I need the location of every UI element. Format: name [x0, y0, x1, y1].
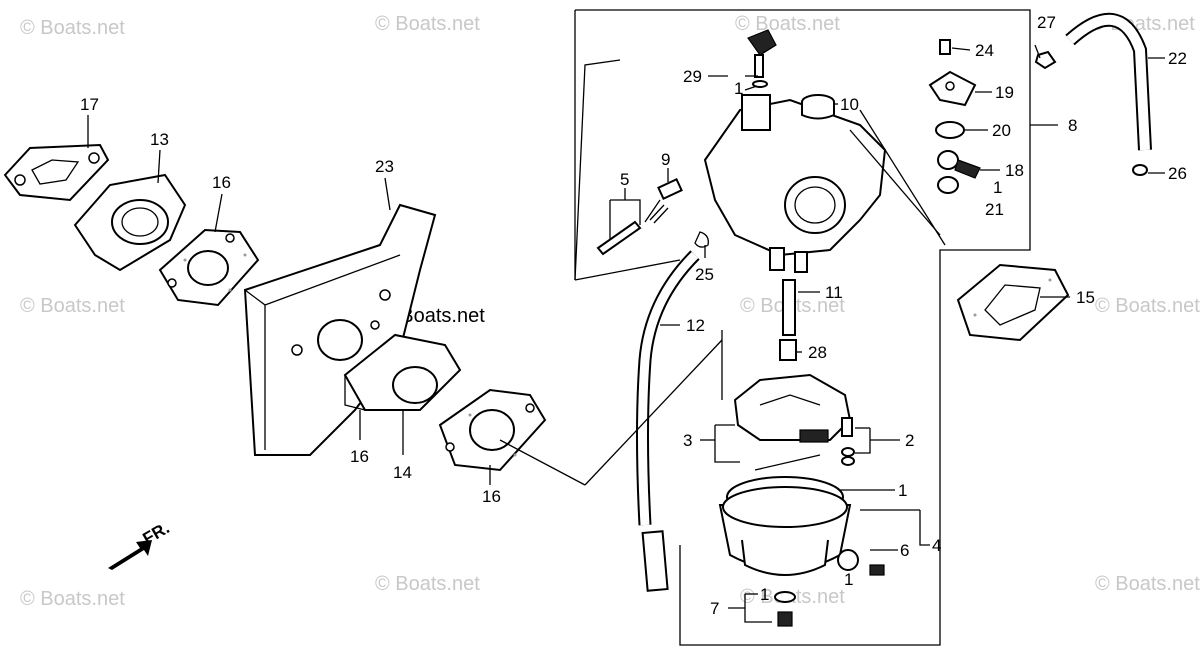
callout-2: 2: [905, 431, 914, 450]
inner-outline: [574, 59, 621, 281]
gasket-15: [956, 263, 1070, 342]
group-outline-seg: [574, 259, 681, 281]
callout-28: 28: [808, 343, 827, 362]
bolt-6: [837, 549, 885, 576]
watermarks: © Boats.net © Boats.net © Boats.net © Bo…: [20, 13, 1200, 610]
callout-27: 27: [1037, 13, 1056, 32]
callout-13: 13: [150, 130, 169, 149]
callouts: 17 13 16 23 16 14 16 29 1 10 9 5 25 12 1…: [80, 13, 1187, 618]
jet-11: [779, 279, 797, 361]
watermark: © Boats.net: [375, 573, 480, 595]
callout-1-lever: 1: [993, 178, 1002, 197]
watermark: © Boats.net: [375, 13, 480, 35]
callout-1-top: 1: [734, 79, 743, 98]
cap-10: [801, 94, 835, 120]
callout-1-bowl: 1: [898, 481, 907, 500]
gasket-17: [3, 143, 110, 202]
insulator-13: [73, 173, 187, 272]
callout-25: 25: [695, 265, 714, 284]
callout-19: 19: [995, 83, 1014, 102]
screw-5: [596, 220, 642, 256]
watermark: © Boats.net: [20, 588, 125, 610]
callout-26: 26: [1168, 164, 1187, 183]
callout-29: 29: [683, 67, 702, 86]
gasket-16-center: [438, 388, 547, 472]
leader-lines: [87, 44, 1165, 623]
shroud-23: [243, 203, 437, 456]
watermark: © Boats.net: [735, 13, 840, 35]
callout-1-bolt7: 1: [760, 585, 769, 604]
callout-23: 23: [375, 157, 394, 176]
callout-17: 17: [80, 95, 99, 114]
callout-20: 20: [992, 121, 1011, 140]
hose-12: [636, 231, 709, 592]
callout-16-right: 16: [482, 487, 501, 506]
needle-2: [841, 417, 855, 466]
watermark: © Boats.net: [20, 17, 125, 39]
bolt-7: [774, 591, 796, 627]
callout-22: 22: [1168, 49, 1187, 68]
gasket-16-left: [158, 228, 260, 307]
callout-16-center: 16: [350, 447, 369, 466]
callout-12: 12: [686, 316, 705, 335]
screw-29: [747, 29, 777, 88]
front-arrow: FR.: [108, 518, 173, 570]
float-3: [733, 373, 852, 443]
callout-14: 14: [393, 463, 412, 482]
callout-16-left: 16: [212, 173, 231, 192]
callout-4: 4: [932, 536, 941, 555]
callout-9: 9: [661, 150, 670, 169]
callout-5: 5: [620, 170, 629, 189]
callout-18: 18: [1005, 161, 1024, 180]
group-outline: [575, 9, 1031, 646]
watermark: © Boats.net: [1095, 573, 1200, 595]
lever-group: [928, 39, 981, 194]
callout-21: 21: [985, 200, 1004, 219]
tube-22: [1034, 12, 1152, 176]
callout-24: 24: [975, 41, 994, 60]
callout-11: 11: [825, 283, 843, 302]
callout-8: 8: [1068, 116, 1077, 135]
screw-9: [644, 178, 683, 224]
callout-1-bolt6: 1: [844, 570, 853, 589]
watermark: © Boats.net: [20, 295, 125, 317]
callout-6: 6: [900, 541, 909, 560]
carburetor-body: [703, 94, 887, 273]
watermark: © Boats.net: [1095, 295, 1200, 317]
insulator-14: [343, 333, 462, 411]
callout-7: 7: [710, 599, 719, 618]
float-bowl: [718, 454, 852, 576]
callout-3: 3: [683, 431, 692, 450]
callout-10: 10: [840, 95, 859, 114]
callout-15: 15: [1076, 288, 1095, 307]
